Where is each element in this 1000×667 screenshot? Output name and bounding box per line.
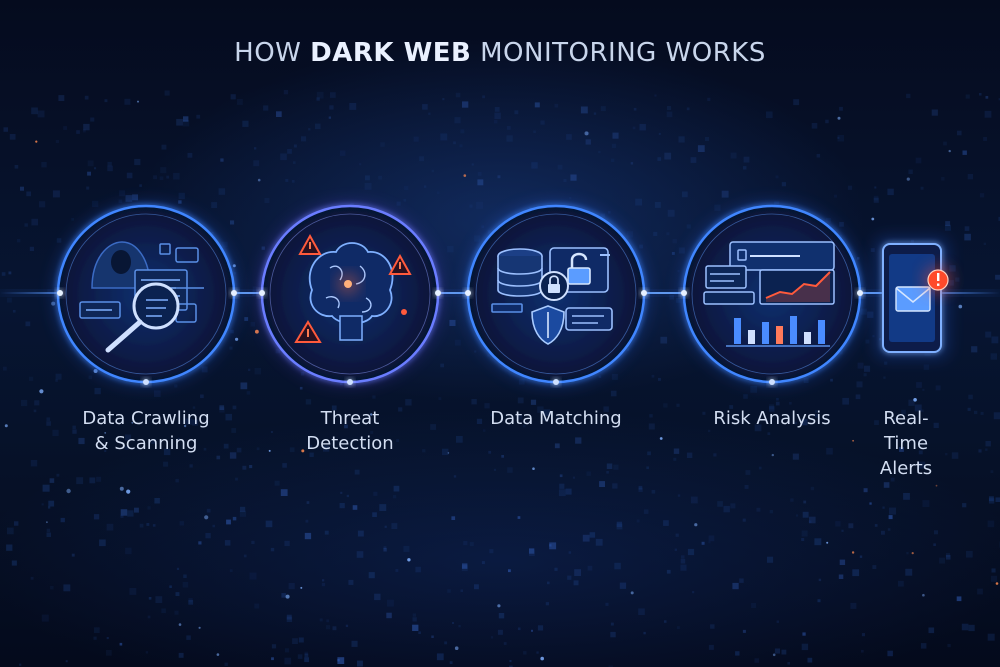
warning-icon	[298, 233, 322, 255]
step-label-threat-detection: Threat Detection	[306, 408, 394, 454]
analytics-dashboard-icon	[703, 241, 835, 347]
step-phone-alerts	[876, 238, 951, 358]
step-label-risk-analysis: Risk Analysis	[713, 408, 831, 429]
title-suffix: MONITORING WORKS	[471, 38, 766, 68]
unlock-icon	[567, 252, 591, 285]
warning-icon	[388, 253, 412, 275]
shield-icon	[531, 305, 565, 345]
bar-chart-icon	[734, 316, 825, 344]
step-circle-data-crawling	[54, 202, 238, 386]
database-icon	[497, 248, 543, 297]
trend-chart-icon	[765, 271, 831, 302]
step-circle-risk-analysis	[680, 202, 864, 386]
step-label-data-matching: Data Matching	[490, 408, 622, 429]
lock-icon	[539, 271, 569, 301]
step-label-data-crawling: Data Crawling & Scanning	[82, 408, 210, 454]
step-label-real-time-alerts: Real- Time Alerts	[879, 408, 933, 479]
connector-dots	[57, 290, 863, 296]
warning-icon	[294, 320, 322, 343]
database-lock-icon	[491, 247, 613, 345]
title-emphasis: DARK WEB	[310, 38, 472, 68]
alert-badge-icon	[925, 267, 951, 293]
page-title: HOW DARK WEB MONITORING WORKS	[0, 38, 1000, 68]
step-circle-threat-detection	[258, 202, 442, 386]
envelope-icon	[895, 286, 931, 312]
phone-alert-icon	[895, 267, 951, 312]
brain-warning-icon	[294, 233, 412, 343]
hacker-magnifier-icon	[79, 241, 204, 353]
step-circle-data-matching	[464, 202, 648, 386]
title-prefix: HOW	[234, 38, 311, 68]
